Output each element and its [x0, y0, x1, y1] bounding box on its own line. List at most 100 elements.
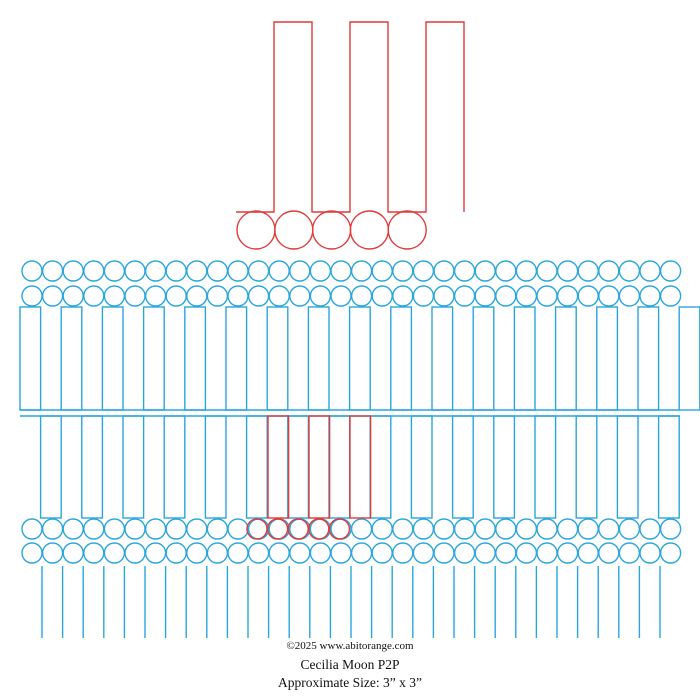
- loop-circle: [287, 518, 309, 540]
- loop-circle: [247, 542, 270, 564]
- loop-circle: [309, 285, 332, 307]
- loop-circle: [495, 542, 517, 564]
- loop-circle: [598, 260, 620, 282]
- loop-circle: [41, 285, 64, 307]
- loop-circle: [165, 285, 187, 307]
- key-rectangle: [19, 306, 42, 411]
- loop-circle: [618, 518, 641, 540]
- loop-circle: [556, 542, 579, 564]
- loop-circle: [309, 260, 332, 282]
- loop-circle: [392, 542, 414, 564]
- loop-circle: [247, 518, 270, 540]
- loop-circle: [577, 260, 599, 282]
- loop-circle: [144, 260, 167, 282]
- key-rectangle: [348, 306, 371, 411]
- loop-circle: [62, 285, 84, 307]
- loop-circle: [474, 285, 496, 307]
- loop-circle: [371, 542, 393, 564]
- loop-circle: [144, 518, 167, 540]
- loop-circle: [598, 542, 620, 564]
- loop-circle: [433, 542, 455, 564]
- quilting-pattern: [19, 21, 700, 638]
- loop-circle: [206, 260, 229, 282]
- loop-circle: [289, 542, 311, 564]
- loop-circle: [349, 210, 390, 250]
- loop-circle: [639, 542, 661, 564]
- loop-circle: [536, 285, 558, 307]
- loop-circle: [124, 542, 146, 564]
- loop-circle: [618, 542, 641, 564]
- key-rectangle: [616, 415, 639, 519]
- loop-circle: [392, 260, 414, 282]
- loop-circle: [206, 285, 229, 307]
- key-rectangle: [637, 306, 660, 411]
- loop-circle: [659, 518, 682, 540]
- loop-circle: [41, 518, 64, 540]
- loop-circle: [371, 285, 393, 307]
- loop-circle: [474, 260, 496, 282]
- loop-circle: [556, 518, 579, 540]
- loop-circle: [227, 285, 249, 307]
- key-rectangle: [266, 306, 289, 411]
- key-rectangle: [678, 306, 700, 411]
- loop-circle: [515, 285, 538, 307]
- key-rectangle: [307, 306, 330, 411]
- loop-circle: [412, 285, 435, 307]
- loop-circle: [639, 285, 661, 307]
- key-rectangle: [472, 306, 495, 411]
- loop-circle: [577, 542, 599, 564]
- loop-circle: [412, 518, 435, 540]
- loop-circle: [433, 260, 455, 282]
- loop-circle: [618, 285, 641, 307]
- key-rectangle: [596, 306, 619, 411]
- loop-circle: [350, 542, 373, 564]
- key-rectangle: [39, 415, 62, 519]
- loop-circle: [124, 285, 146, 307]
- motif-outline: [236, 21, 465, 213]
- loop-circle: [83, 518, 105, 540]
- key-rectangle: [142, 306, 165, 411]
- loop-circle: [311, 210, 352, 250]
- key-rectangle: [267, 415, 290, 519]
- loop-circle: [330, 542, 352, 564]
- size-note: Approximate Size: 3” x 3”: [278, 675, 422, 690]
- loop-circle: [433, 518, 455, 540]
- loop-circle: [330, 285, 352, 307]
- loop-circle: [308, 518, 330, 540]
- loop-circle: [165, 518, 187, 540]
- key-rectangle: [657, 415, 680, 519]
- key-rectangle: [81, 415, 104, 519]
- loop-circle: [328, 518, 351, 540]
- loop-circle: [268, 260, 290, 282]
- key-rectangle: [513, 306, 536, 411]
- loop-circle: [387, 210, 427, 250]
- loop-circle: [515, 542, 538, 564]
- loop-circle: [41, 260, 64, 282]
- key-rectangle: [308, 415, 331, 519]
- loop-circle: [246, 518, 268, 540]
- loop-circle: [536, 542, 558, 564]
- loop-circle: [247, 285, 270, 307]
- loop-circle: [165, 542, 187, 564]
- loop-circle: [495, 285, 517, 307]
- loop-circle: [453, 542, 476, 564]
- loop-circle: [124, 260, 146, 282]
- loop-circle: [21, 518, 43, 540]
- loop-circle: [206, 542, 229, 564]
- loop-circle: [186, 285, 208, 307]
- loop-circle: [289, 260, 311, 282]
- loop-circle: [495, 260, 517, 282]
- loop-circle: [495, 518, 517, 540]
- loop-circle: [227, 260, 249, 282]
- copyright-text: ©2025 www.abitorange.com: [286, 640, 414, 652]
- loop-circle: [515, 518, 538, 540]
- loop-circle: [330, 518, 352, 540]
- loop-circle: [268, 285, 290, 307]
- loop-circle: [83, 542, 105, 564]
- loop-circle: [21, 542, 43, 564]
- loop-circle: [247, 260, 270, 282]
- loop-circle: [21, 285, 43, 307]
- loop-circle: [103, 260, 126, 282]
- loop-circle: [453, 518, 476, 540]
- loop-circle: [350, 518, 373, 540]
